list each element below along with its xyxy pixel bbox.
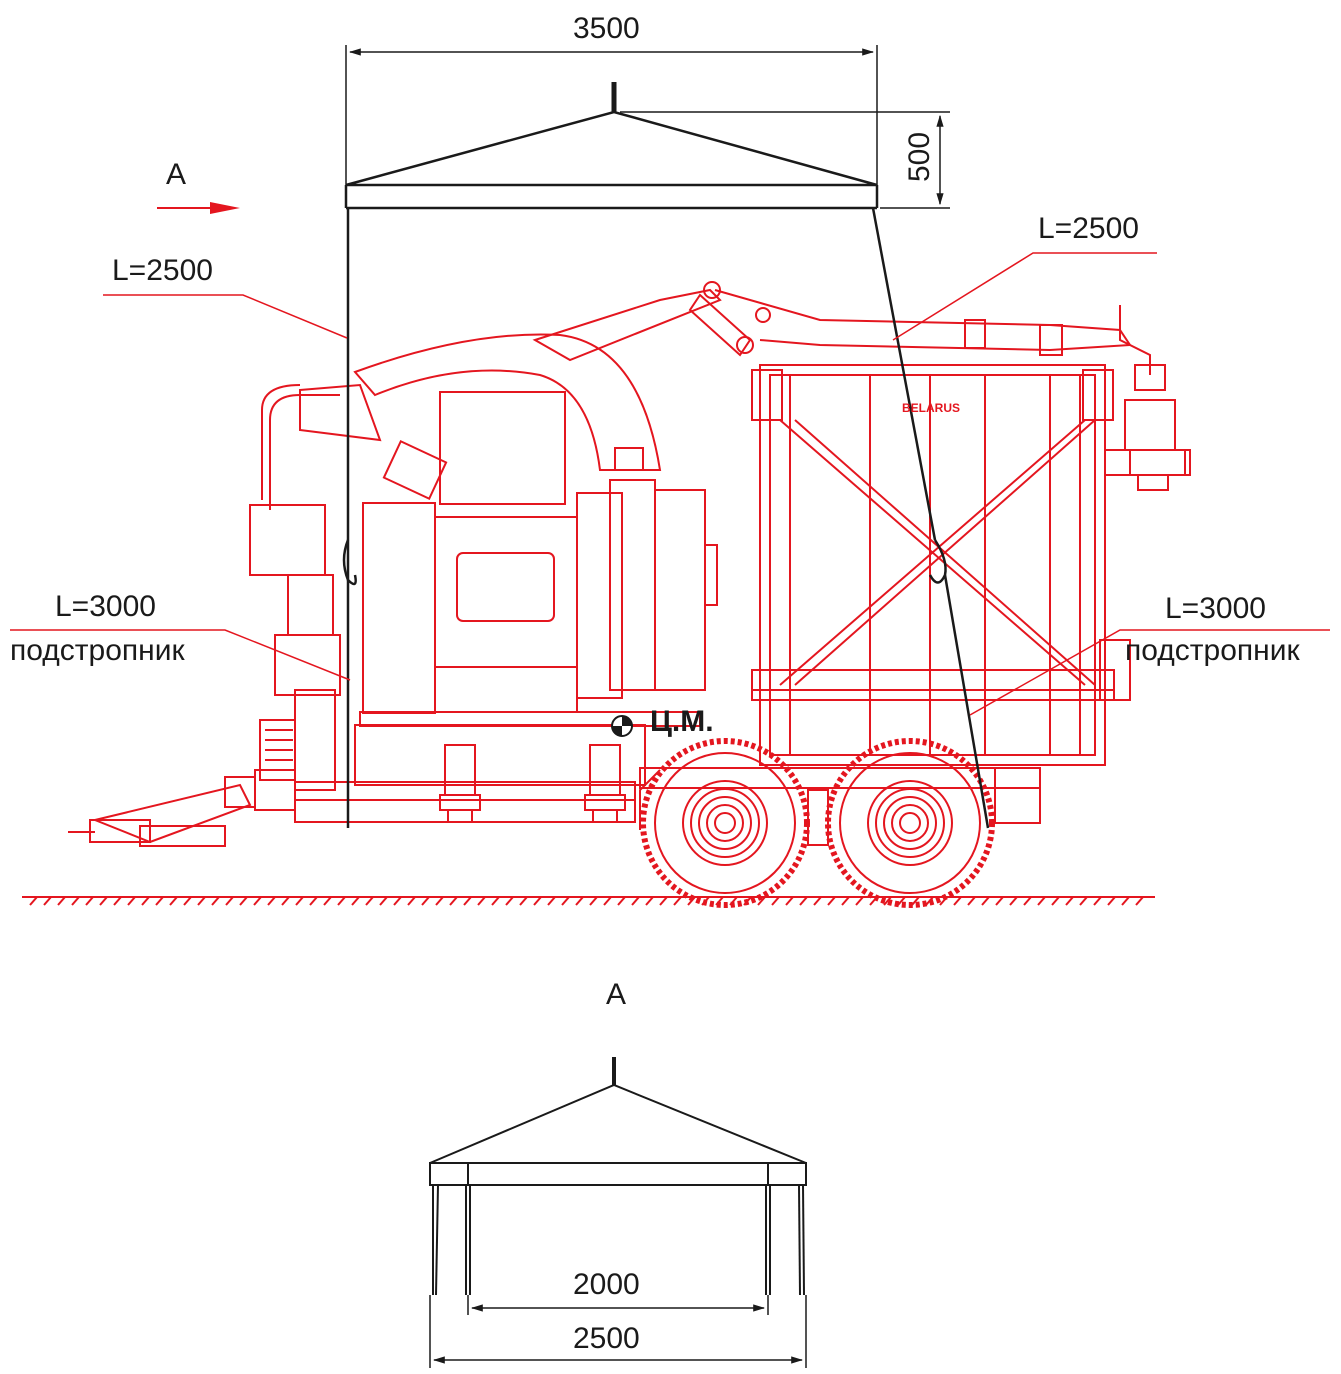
view-a-outer-width: 2500 <box>573 1322 640 1355</box>
sub-sling-right-length: L=3000 <box>1165 592 1266 625</box>
dimension-lines <box>345 45 950 209</box>
engine-block <box>362 391 718 714</box>
wheel-front <box>640 738 810 908</box>
sub-sling-left-name: подстропник <box>10 634 185 667</box>
wheel-rear <box>825 738 995 908</box>
sub-sling-right-name: подстропник <box>1125 634 1300 667</box>
view-a-dimensions <box>429 1295 807 1368</box>
dim-height-label: 500 <box>903 131 937 183</box>
view-a-drawing <box>429 1057 807 1296</box>
support-legs <box>439 744 626 823</box>
sub-sling-left-length: L=3000 <box>55 590 156 623</box>
cargo-cage <box>751 364 1186 766</box>
view-a-title: А <box>606 978 627 1011</box>
leader-lines <box>10 252 1330 716</box>
mudguard-front <box>639 769 661 830</box>
lifting-slings <box>342 82 990 829</box>
drawbar <box>68 769 296 847</box>
wood-chipper-trailer <box>68 281 1191 908</box>
ground-line <box>22 896 1155 906</box>
discharge-chute <box>299 333 662 501</box>
feeder-unit <box>249 384 341 791</box>
center-of-mass-icon <box>611 715 633 737</box>
axle-bracket <box>807 789 829 846</box>
sling-right-label: L=2500 <box>1038 212 1139 245</box>
dim-width-label: 3500 <box>573 12 640 45</box>
center-of-mass-label: Ц.М. <box>650 705 714 738</box>
crane-arm <box>532 281 1191 491</box>
sling-left-label: L=2500 <box>112 254 213 287</box>
brand-label: BELARUS <box>902 401 961 415</box>
view-arrow <box>157 202 240 214</box>
view-a-inner-width: 2000 <box>573 1268 640 1301</box>
chassis-frame <box>294 711 1041 824</box>
view-marker-label: А <box>166 158 187 191</box>
